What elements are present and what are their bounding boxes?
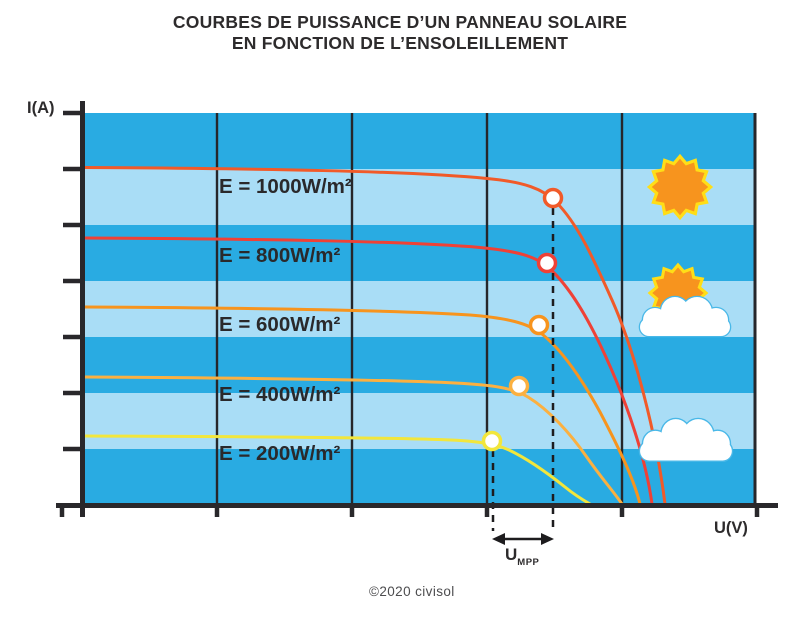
mpp-markers <box>481 187 564 452</box>
y-axis-ticks <box>63 110 84 452</box>
mpp-point-600 <box>528 314 550 336</box>
curve-label-600: E = 600W/m² <box>219 313 341 336</box>
x-axis-label: U(V) <box>714 519 748 537</box>
curve-600 <box>83 305 642 506</box>
title-line-1: COURBES DE PUISSANCE D’UN PANNEAU SOLAIR… <box>172 12 628 32</box>
curve-200 <box>83 434 592 506</box>
umpp-label-symbol: U <box>505 545 518 564</box>
mpp-point-800 <box>536 252 558 274</box>
umpp-label: UMPP <box>505 545 539 568</box>
curve-label-800: E = 800W/m² <box>219 244 341 267</box>
mpp-point-200 <box>481 430 503 452</box>
title-line-2: EN FONCTION DE L’ENSOLEILLEMENT <box>231 33 569 53</box>
umpp-range-arrow <box>492 533 554 545</box>
mpp-point-400 <box>508 375 530 397</box>
y-axis-label: I(A) <box>27 99 55 117</box>
credit-text: ©2020 civisol <box>369 584 455 599</box>
chart-background-bands <box>85 113 755 504</box>
mpp-point-1000 <box>542 187 564 209</box>
curve-label-400: E = 400W/m² <box>219 383 341 406</box>
curve-label-1000: E = 1000W/m² <box>219 175 352 198</box>
curve-label-200: E = 200W/m² <box>219 442 341 465</box>
curve-400 <box>83 375 624 506</box>
x-axis-ticks <box>59 506 760 517</box>
umpp-label-subscript: MPP <box>517 557 540 568</box>
page-title: COURBES DE PUISSANCE D’UN PANNEAU SOLAIR… <box>0 12 800 54</box>
